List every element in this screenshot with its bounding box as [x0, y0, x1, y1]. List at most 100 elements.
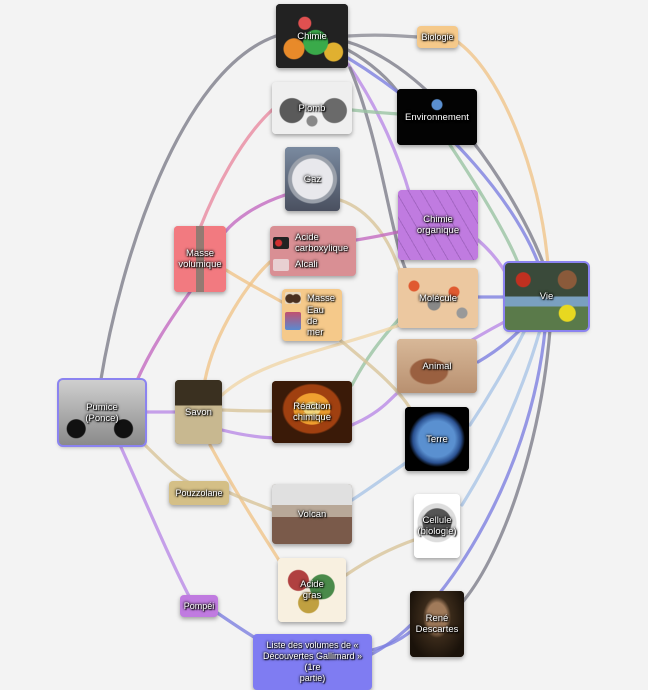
node-masse-volumique[interactable]: Masse volumique — [174, 226, 226, 292]
flasks-icon — [276, 4, 348, 68]
acide-carboxylique-row[interactable]: Acide carboxylique — [273, 232, 353, 254]
lead-crystals-icon — [272, 82, 352, 134]
edge-pumice-pompei — [118, 443, 192, 600]
node-savon[interactable]: Savon — [175, 380, 222, 444]
node-label: Alcali — [295, 259, 318, 270]
node-vie[interactable]: Vie — [503, 261, 590, 332]
node-plomb[interactable]: Plomb — [272, 82, 352, 134]
node-terre[interactable]: Terre — [405, 407, 469, 471]
edge-volcan-terre — [350, 458, 412, 502]
soap-icon — [175, 380, 222, 444]
edge-vie-cellule — [460, 328, 542, 507]
eau-de-mer-row[interactable]: Eau de mer — [285, 305, 339, 338]
edge-plomb-masse-volumique — [198, 108, 274, 230]
node-liste-volumes[interactable]: Liste des volumes de « Découvertes Galli… — [253, 634, 372, 690]
node-label: René Descartes — [415, 613, 459, 635]
node-label: Biologie — [421, 31, 454, 42]
edge-savon-acide-gras — [208, 443, 284, 567]
edge-biologie-vie — [453, 38, 550, 267]
node-environnement[interactable]: Environnement — [397, 89, 477, 145]
motorcycle-icon — [59, 380, 145, 445]
edge-vie-terre — [468, 328, 527, 427]
edge-molecule-reaction — [350, 316, 402, 387]
portrait-icon — [410, 591, 464, 657]
node-label: Masse volumique — [178, 248, 222, 270]
edge-chimie-vie-blue — [346, 56, 542, 270]
node-acide-alcali[interactable]: Acide carboxylique Alcali — [270, 226, 356, 276]
edge-vie-descartes — [458, 328, 552, 607]
edge-vie-liste — [368, 328, 547, 657]
edge-masse-volumique-pumice — [133, 290, 192, 387]
node-label: Molécule — [418, 292, 458, 304]
node-biologie[interactable]: Biologie — [417, 26, 458, 48]
edge-savon-reaction — [220, 408, 274, 413]
node-label: Pouzzolane — [175, 487, 223, 498]
node-label: Pompéi — [183, 600, 215, 611]
earth-globe-icon — [397, 89, 477, 145]
node-label: Chimie — [297, 30, 327, 42]
edge-environnement-vie — [448, 143, 522, 270]
node-pumice[interactable]: Pumice (Ponce) — [57, 378, 147, 447]
edge-pouzzolane-volcan — [226, 490, 274, 512]
node-label: Chimie organique — [416, 214, 460, 236]
edge-savon-alcali — [203, 260, 272, 382]
gas-sphere-icon — [285, 147, 340, 211]
organic-molecule-icon — [398, 190, 478, 260]
edge-acide-gras-cellule — [344, 538, 416, 577]
edge-chimie-organique — [346, 62, 412, 197]
weights-icon — [285, 292, 301, 305]
alkali-icon — [273, 258, 289, 271]
edge-masse-terre — [338, 338, 412, 410]
life-collage-icon — [505, 263, 588, 330]
edge-organique-acide — [354, 230, 400, 242]
edge-gaz-masse-volumique — [223, 193, 287, 234]
node-masse-eau[interactable]: Masse Eau de mer — [282, 289, 342, 341]
edge-chimie-pumice — [98, 34, 278, 387]
node-label: Masse — [307, 292, 335, 304]
edge-chimie-biologie — [346, 33, 420, 39]
node-chimie[interactable]: Chimie — [276, 4, 348, 68]
node-label: Réaction chimique — [292, 401, 332, 423]
edge-liste-descartes — [370, 630, 412, 652]
node-pouzzolane[interactable]: Pouzzolane — [169, 481, 229, 505]
carboxylic-acid-icon — [273, 236, 289, 249]
edge-gaz-molecule — [338, 198, 402, 274]
node-cellule[interactable]: Cellule (biologie) — [414, 494, 460, 558]
node-rene-descartes[interactable]: René Descartes — [410, 591, 464, 657]
node-chimie-organique[interactable]: Chimie organique — [398, 190, 478, 260]
node-label: Terre — [426, 433, 448, 445]
edge-molecule-savon — [220, 323, 402, 397]
node-label: Vie — [539, 291, 554, 302]
masse-row[interactable]: Masse — [285, 292, 339, 305]
edge-plomb-environnement — [350, 108, 400, 116]
node-label: Cellule (biologie) — [417, 515, 457, 537]
node-label: Pumice (Ponce) — [85, 401, 119, 424]
node-acide-gras[interactable]: Acide gras — [278, 558, 346, 622]
edge-vie-animal — [476, 328, 522, 364]
node-label: Plomb — [298, 102, 326, 114]
node-label: Acide carboxylique — [295, 231, 349, 254]
earth-icon — [405, 407, 469, 471]
node-label: Volcan — [297, 508, 327, 520]
node-label: Gaz — [303, 173, 322, 185]
node-volcan[interactable]: Volcan — [272, 484, 352, 544]
node-label: Savon — [185, 406, 212, 418]
seawater-icon — [285, 312, 301, 331]
node-reaction-chimique[interactable]: Réaction chimique — [272, 381, 352, 443]
node-label: Animal — [422, 360, 452, 372]
node-label: Environnement — [405, 111, 469, 123]
molecule-model-icon — [398, 268, 478, 328]
node-molecule[interactable]: Molécule — [398, 268, 478, 328]
node-gaz[interactable]: Gaz — [285, 147, 340, 211]
edge-pumice-pouzzolane — [138, 438, 190, 484]
density-column-icon — [174, 226, 226, 292]
alcali-row[interactable]: Alcali — [273, 258, 353, 271]
node-label: Acide gras — [300, 579, 324, 601]
node-pompei[interactable]: Pompéi — [180, 595, 218, 617]
edge-masse-volumique-masse — [224, 268, 284, 304]
node-animal[interactable]: Animal — [397, 339, 477, 393]
animal-photo-icon — [397, 339, 477, 393]
flame-reaction-icon — [272, 381, 352, 443]
node-label: Liste des volumes de « Découvertes Galli… — [262, 640, 363, 683]
